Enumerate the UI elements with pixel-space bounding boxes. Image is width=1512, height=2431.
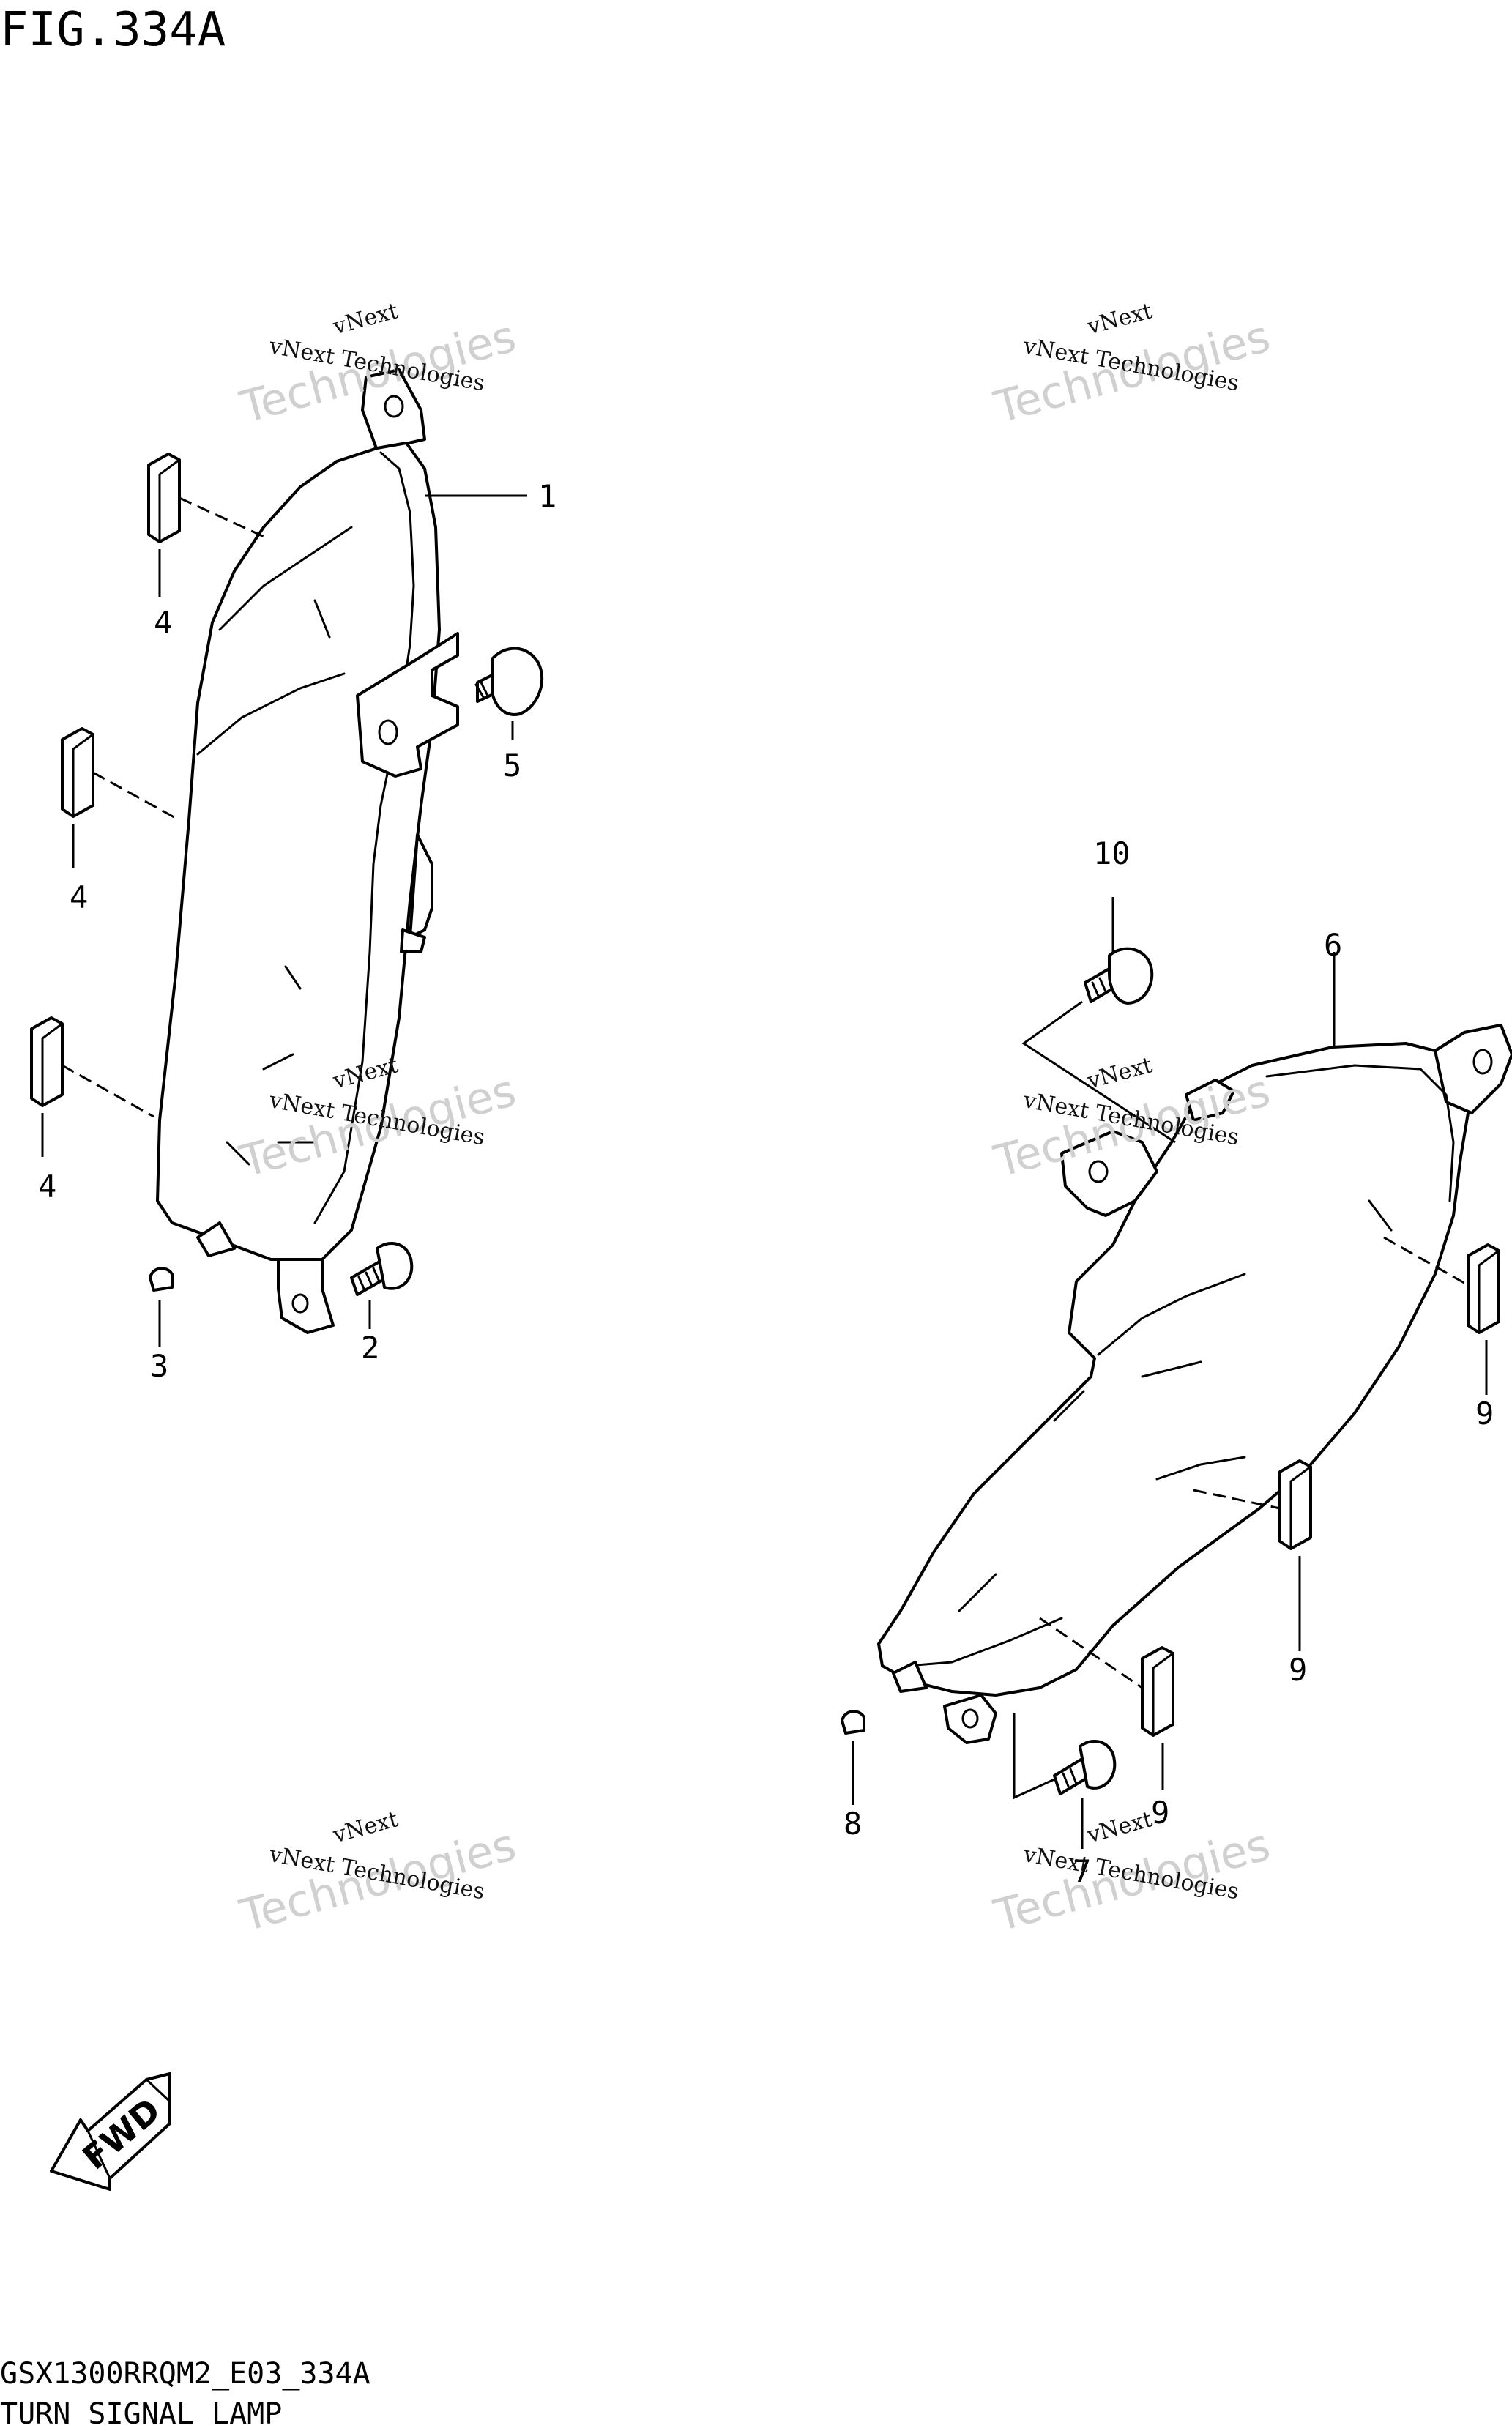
screw-2[interactable] [350, 1241, 414, 1296]
leader-9c-dash [1039, 1617, 1143, 1689]
watermark-low-left: Technologies vNext vNext Technologies [234, 1806, 521, 1942]
svg-text:vNext: vNext [1084, 1806, 1155, 1848]
callout-3: 3 [150, 1348, 168, 1384]
reflector-4-low[interactable] [30, 1016, 64, 1107]
nut-8[interactable] [841, 1710, 865, 1735]
callout-7: 7 [1073, 1853, 1091, 1889]
leader-4-mid [92, 771, 180, 822]
figure-title: FIG.334A [0, 3, 226, 57]
reflector-4-mid[interactable] [61, 727, 94, 818]
turn-signal-lamp-right[interactable] [877, 1024, 1512, 1744]
callout-9c: 9 [1151, 1795, 1169, 1831]
footer-caption: TURN SIGNAL LAMP [0, 2397, 282, 2431]
watermark-low-right: Technologies vNext vNext Technologies [988, 1806, 1275, 1942]
svg-text:vNext: vNext [329, 298, 401, 340]
reflector-9-right[interactable] [1467, 1243, 1500, 1334]
screw-5[interactable] [474, 647, 544, 716]
watermark-top-right: Technologies vNext vNext Technologies [988, 298, 1275, 433]
callout-9a: 9 [1475, 1396, 1494, 1432]
footer-code: GSX1300RRQM2_E03_334A [0, 2357, 370, 2391]
nut-3[interactable] [149, 1267, 174, 1292]
leader-9a-dash [1383, 1236, 1469, 1287]
svg-text:vNext: vNext [329, 1806, 401, 1848]
fwd-direction-arrow: FWD [50, 2072, 171, 2191]
leader-4-top [179, 496, 268, 540]
callout-4a: 4 [154, 605, 172, 641]
callout-4c: 4 [38, 1169, 56, 1205]
reflector-9-mid[interactable] [1278, 1459, 1312, 1550]
callout-2: 2 [361, 1330, 379, 1366]
callout-1: 1 [538, 478, 556, 514]
leader-10-bracket [1021, 1000, 1176, 1144]
screw-10[interactable] [1084, 947, 1154, 1005]
leader-7-bracket [1013, 1713, 1055, 1800]
turn-signal-lamp-left[interactable] [156, 368, 459, 1334]
callout-10: 10 [1093, 835, 1131, 871]
screw-7[interactable] [1053, 1739, 1117, 1795]
svg-text:vNext: vNext [1084, 1052, 1155, 1094]
reflector-9-low[interactable] [1141, 1646, 1174, 1737]
leader-9b-dash [1193, 1489, 1281, 1510]
callout-4b: 4 [70, 879, 88, 915]
callout-6: 6 [1324, 927, 1342, 963]
callout-5: 5 [503, 748, 521, 783]
callout-9b: 9 [1289, 1652, 1307, 1688]
callout-8: 8 [843, 1806, 862, 1842]
reflector-4-top[interactable] [147, 453, 181, 543]
svg-text:vNext: vNext [1084, 298, 1155, 340]
leader-4-low [62, 1064, 154, 1118]
